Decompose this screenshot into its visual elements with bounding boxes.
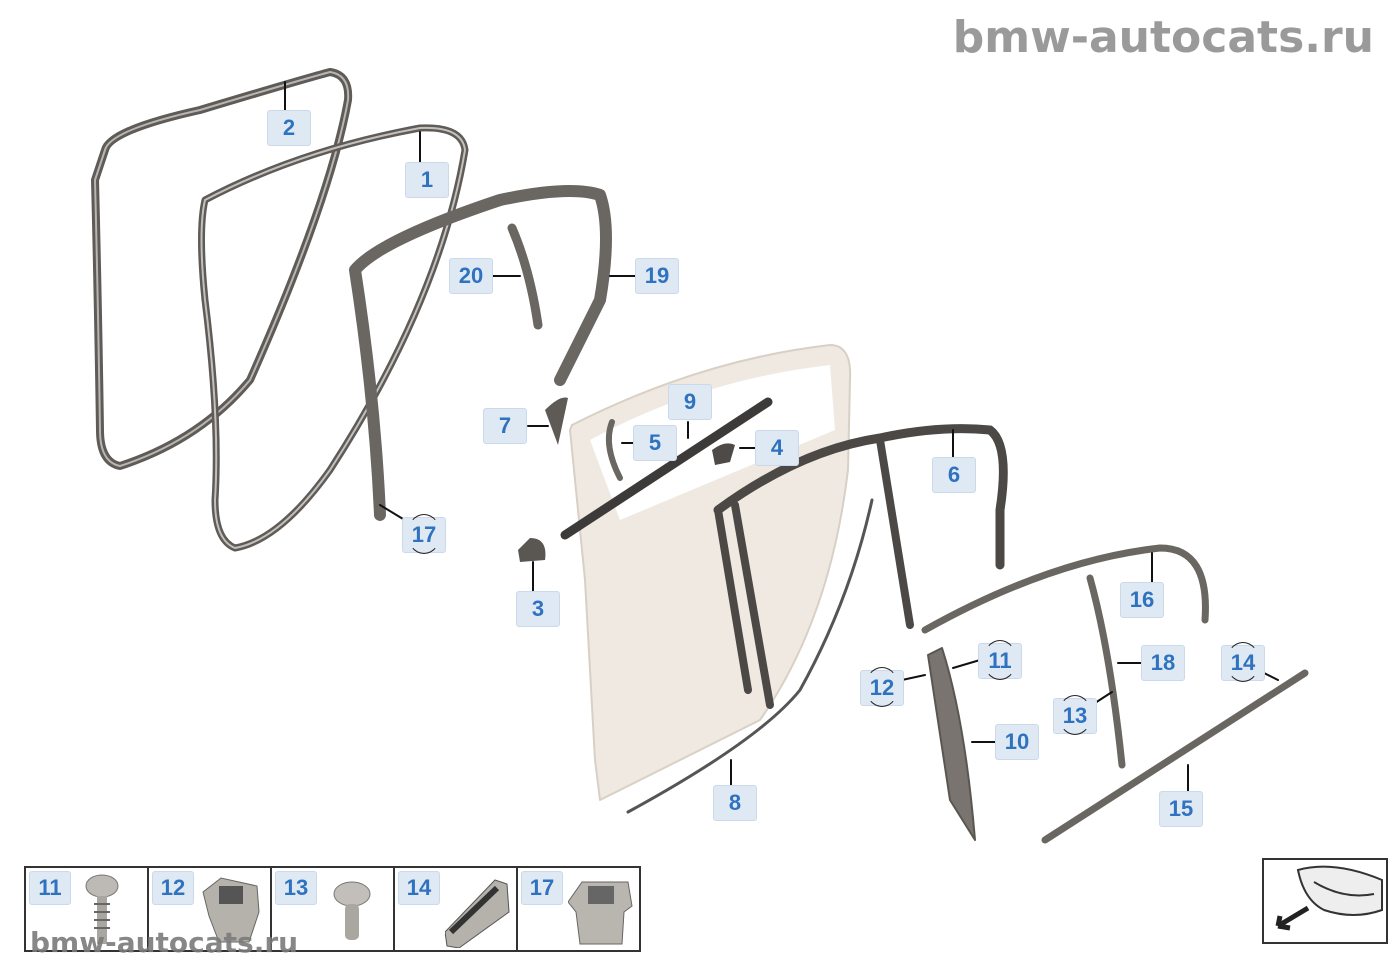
fastener-strip: 11 12 13 14 17 [24, 866, 641, 952]
callout-10[interactable]: 10 [995, 724, 1039, 760]
screw-icon [85, 874, 119, 944]
belt-moulding [560, 397, 773, 540]
part-3 [518, 538, 546, 562]
callout-1[interactable]: 1 [405, 162, 449, 198]
edge-clip-icon [445, 879, 510, 948]
vehicle-overview-arrow-icon [1275, 865, 1383, 931]
fastener-cell-11[interactable]: 11 [26, 868, 149, 950]
fastener-number: 12 [152, 871, 194, 905]
lower-seal [626, 498, 874, 814]
callout-14[interactable]: 14 [1221, 642, 1265, 682]
callout-11[interactable]: 11 [978, 640, 1022, 680]
fastener-cell-12[interactable]: 12 [149, 868, 272, 950]
b-pillar-cover [927, 647, 976, 841]
callout-15[interactable]: 15 [1159, 791, 1203, 827]
fastener-cell-14[interactable]: 14 [395, 868, 518, 950]
pillar-trim [1086, 574, 1126, 769]
fastener-cell-17[interactable]: 17 [518, 868, 639, 950]
trim-strip [507, 223, 543, 330]
nut-clip-icon [202, 877, 260, 943]
expanding-nut-icon [568, 881, 633, 945]
part-5 [605, 419, 623, 481]
fastener-number: 13 [275, 871, 317, 905]
part-7 [545, 397, 568, 445]
callout-19[interactable]: 19 [635, 258, 679, 294]
callout-16[interactable]: 16 [1120, 582, 1164, 618]
callout-6[interactable]: 6 [932, 457, 976, 493]
callout-9[interactable]: 9 [668, 384, 712, 420]
window-frame-trim [713, 424, 1008, 570]
callout-12[interactable]: 12 [860, 667, 904, 707]
fastener-number: 17 [521, 871, 563, 905]
roof-trim [921, 544, 1209, 634]
callout-7[interactable]: 7 [483, 408, 527, 444]
callout-17[interactable]: 17 [402, 514, 446, 554]
vehicle-overview-button[interactable] [1262, 858, 1388, 944]
watermark-bottom: bmw-autocats.ru [30, 926, 299, 959]
callout-8[interactable]: 8 [713, 785, 757, 821]
callout-4[interactable]: 4 [755, 430, 799, 466]
part-4 [712, 443, 735, 465]
callout-5[interactable]: 5 [633, 425, 677, 461]
callout-3[interactable]: 3 [516, 591, 560, 627]
callout-2[interactable]: 2 [267, 110, 311, 146]
fastener-cell-13[interactable]: 13 [272, 868, 395, 950]
watermark-top: bmw-autocats.ru [952, 12, 1374, 63]
bolt-icon [333, 881, 371, 940]
sill-strip [1041, 669, 1309, 844]
callout-13[interactable]: 13 [1053, 695, 1097, 735]
callout-18[interactable]: 18 [1141, 645, 1185, 681]
callout-20[interactable]: 20 [449, 258, 493, 294]
fastener-number: 14 [398, 871, 440, 905]
fastener-number: 11 [29, 871, 71, 905]
window-frame-seal [349, 185, 612, 521]
